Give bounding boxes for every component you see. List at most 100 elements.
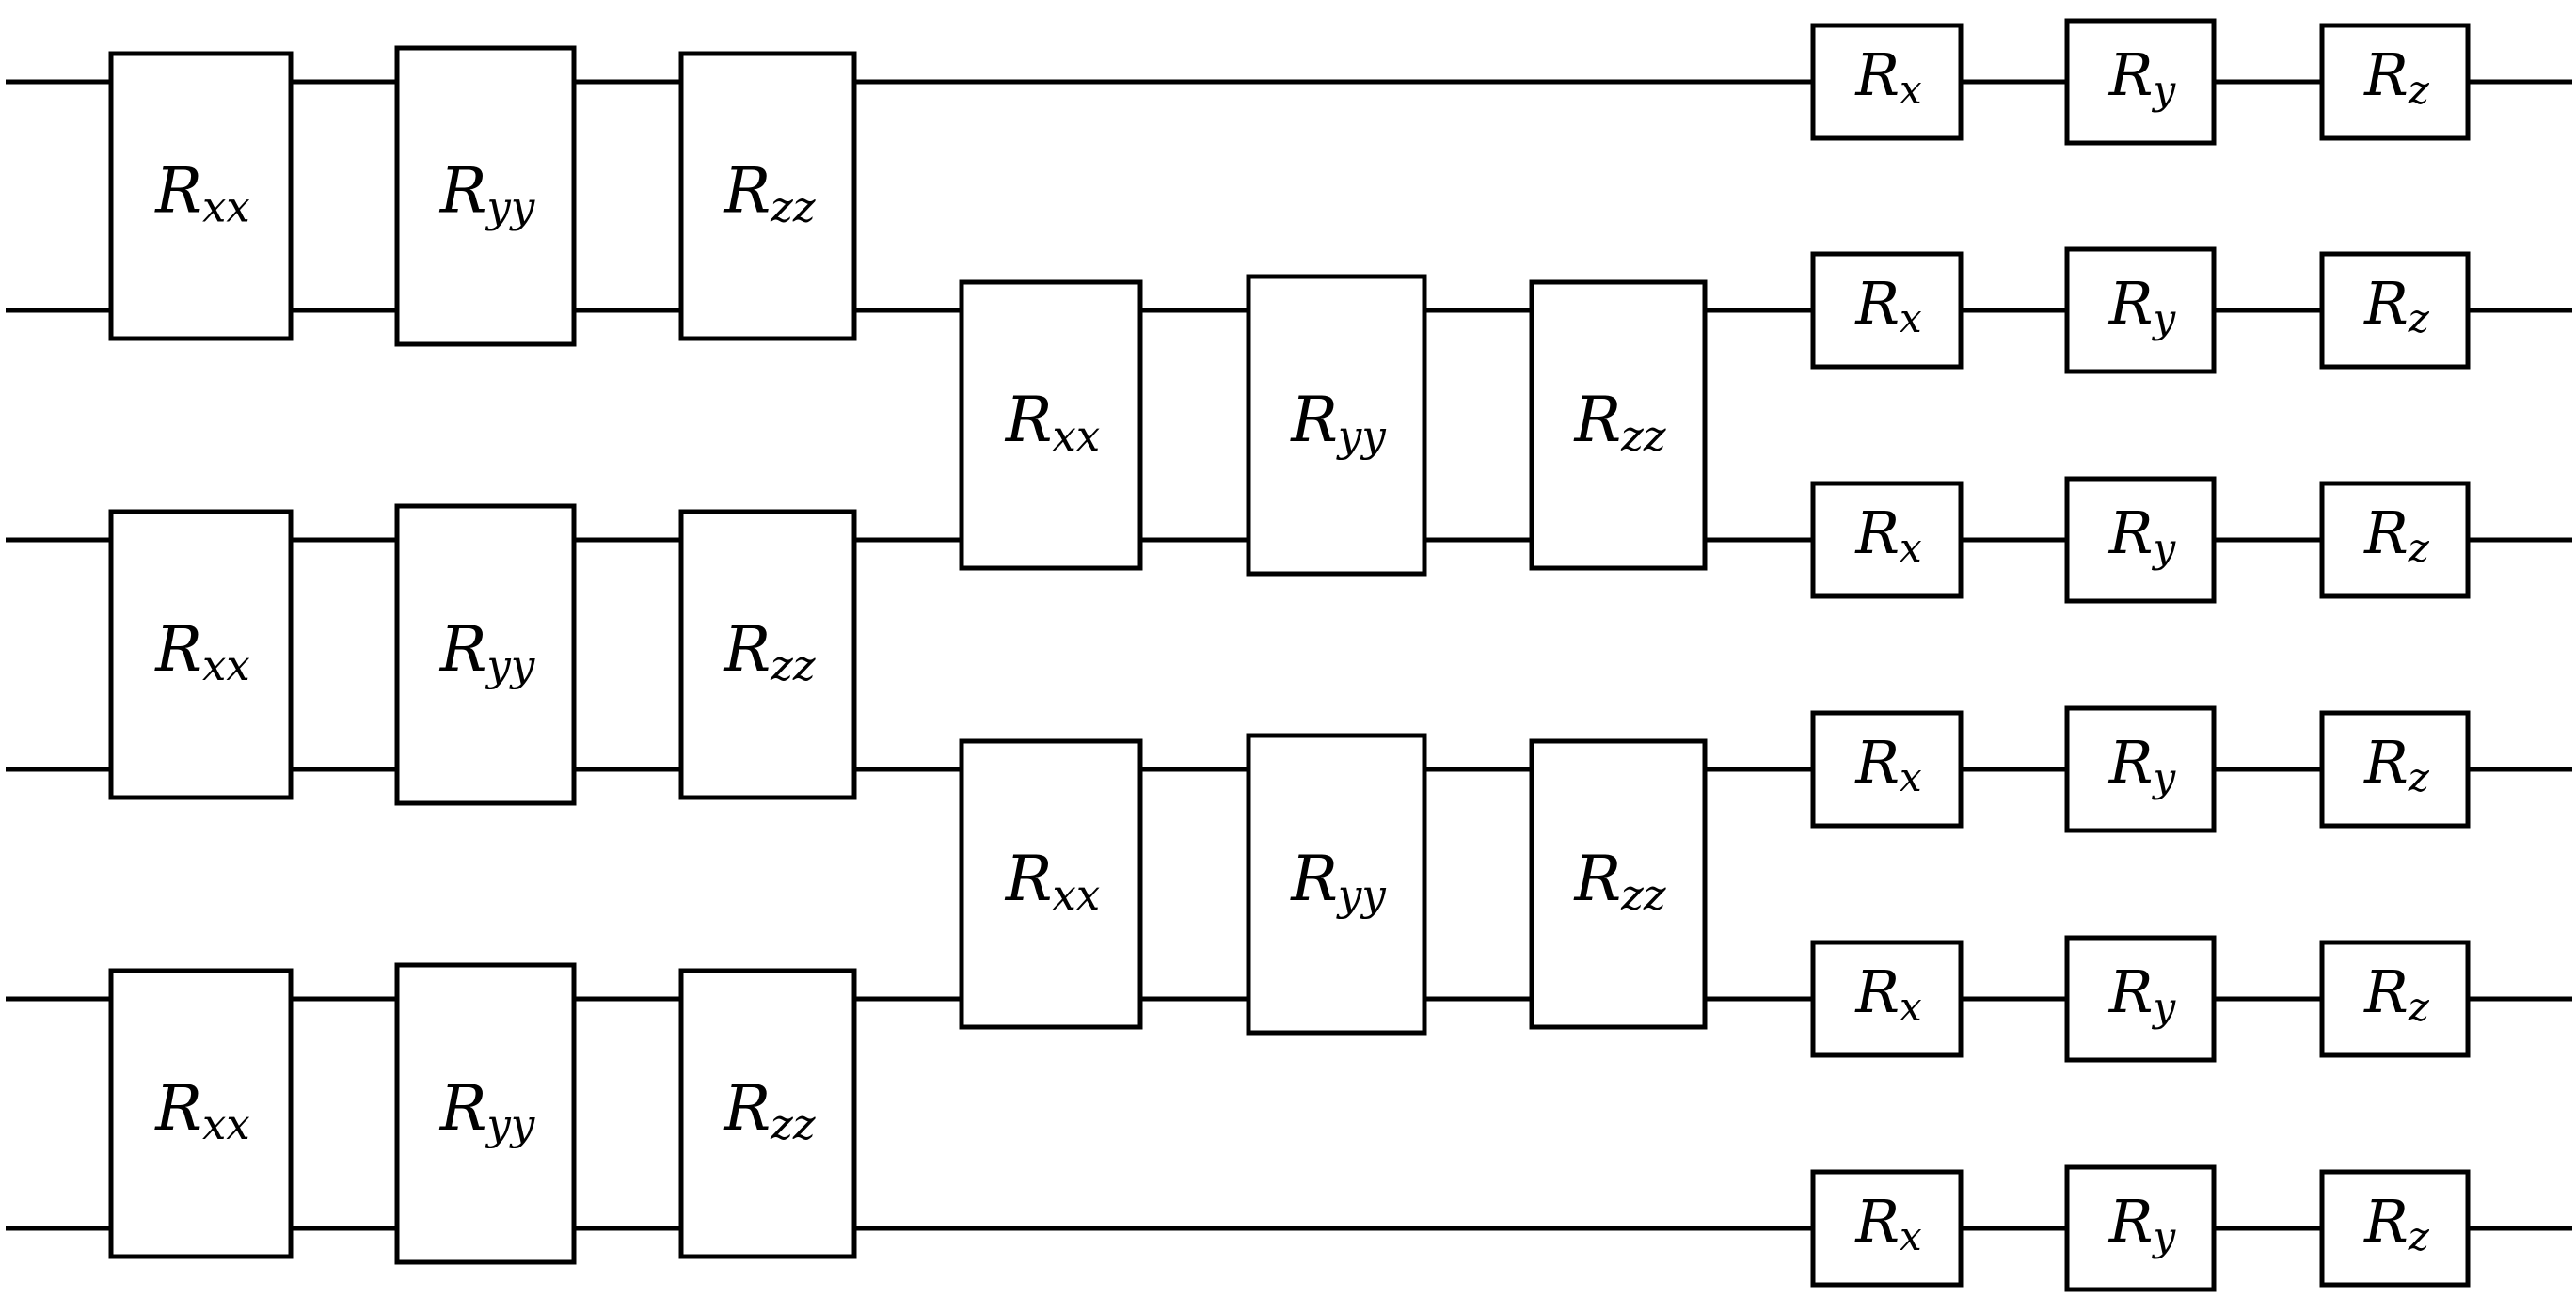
- gate-Ry-q4: Ry: [2064, 935, 2217, 1063]
- gate-label: Rz: [2363, 957, 2430, 1030]
- gate-box: [1246, 733, 1427, 1036]
- gate-box: [108, 509, 294, 800]
- gate-Rxx-q2-q3: Rxx: [108, 509, 294, 800]
- gate-label: Ryy: [1290, 843, 1386, 920]
- gate-Rz-q1: Rz: [2319, 251, 2471, 370]
- gate-box: [678, 51, 857, 341]
- gate-label: Ryy: [439, 613, 535, 690]
- gate-Ry-q1: Ry: [2064, 246, 2217, 374]
- gate-label: Ry: [2108, 40, 2177, 113]
- gate-label: Ry: [2108, 269, 2177, 341]
- gate-box: [2064, 18, 2217, 146]
- gate-box: [2319, 251, 2471, 370]
- gate-box: [2319, 1169, 2471, 1288]
- gate-label: Rzz: [723, 155, 815, 232]
- gate-box: [2319, 710, 2471, 829]
- gate-Rz-q3: Rz: [2319, 710, 2471, 829]
- gate-Rx-q0: Rx: [1810, 23, 1964, 141]
- gate-Ry-q5: Ry: [2064, 1164, 2217, 1292]
- gate-label: Ry: [2108, 1187, 2177, 1259]
- gate-label: Rxx: [1005, 843, 1100, 920]
- gate-Ryy-q0-q1: Ryy: [394, 45, 577, 347]
- gate-label: Ryy: [1290, 384, 1386, 461]
- gate-Rxx-q3-q4: Rxx: [959, 738, 1143, 1030]
- gate-box: [1529, 738, 1708, 1030]
- gate-Ryy-q2-q3: Ryy: [394, 503, 577, 806]
- gate-box: [2319, 481, 2471, 599]
- gate-box: [108, 51, 294, 341]
- gate-Rx-q4: Rx: [1810, 940, 1964, 1058]
- gate-Ryy-q1-q2: Ryy: [1246, 274, 1427, 577]
- gate-box: [2064, 476, 2217, 604]
- gate-box: [1810, 710, 1964, 829]
- gate-box: [959, 279, 1143, 571]
- gate-Rzz-q4-q5: Rzz: [678, 968, 857, 1259]
- gate-label: Ry: [2108, 957, 2177, 1030]
- gate-Ry-q0: Ry: [2064, 18, 2217, 146]
- gate-box: [2064, 705, 2217, 833]
- gate-label: Rxx: [154, 155, 249, 232]
- gate-label: Rz: [2363, 498, 2430, 571]
- gate-box: [1810, 1169, 1964, 1288]
- gate-box: [2064, 246, 2217, 374]
- gate-box: [959, 738, 1143, 1030]
- gate-label: Rzz: [1573, 843, 1665, 920]
- gate-Ry-q3: Ry: [2064, 705, 2217, 833]
- gate-label: Rx: [1854, 728, 1922, 800]
- gate-box: [2064, 1164, 2217, 1292]
- gate-Rx-q3: Rx: [1810, 710, 1964, 829]
- gate-Rzz-q0-q1: Rzz: [678, 51, 857, 341]
- gate-box: [2319, 940, 2471, 1058]
- gate-box: [1246, 274, 1427, 577]
- gate-box: [2319, 23, 2471, 141]
- gate-Ry-q2: Ry: [2064, 476, 2217, 604]
- gate-label: Ryy: [439, 155, 535, 232]
- gate-label: Rx: [1854, 1187, 1922, 1259]
- gate-label: Rxx: [154, 613, 249, 690]
- gate-Rxx-q4-q5: Rxx: [108, 968, 294, 1259]
- gate-label: Rx: [1854, 269, 1922, 341]
- gate-label: Rx: [1854, 498, 1922, 571]
- gate-label: Ry: [2108, 498, 2177, 571]
- gate-label: Rz: [2363, 1187, 2430, 1259]
- gate-label: Rxx: [1005, 384, 1100, 461]
- gate-box: [108, 968, 294, 1259]
- gate-box: [394, 45, 577, 347]
- gate-Rzz-q1-q2: Rzz: [1529, 279, 1708, 571]
- gate-Rx-q5: Rx: [1810, 1169, 1964, 1288]
- gate-label: Rz: [2363, 728, 2430, 800]
- gate-box: [2064, 935, 2217, 1063]
- gate-Rx-q2: Rx: [1810, 481, 1964, 599]
- gate-label: Rzz: [723, 1072, 815, 1149]
- gate-box: [1810, 251, 1964, 370]
- gate-box: [1810, 940, 1964, 1058]
- gate-Ryy-q4-q5: Ryy: [394, 962, 577, 1265]
- gate-Rz-q0: Rz: [2319, 23, 2471, 141]
- gate-box: [1810, 481, 1964, 599]
- gate-label: Ryy: [439, 1072, 535, 1149]
- gate-Rxx-q1-q2: Rxx: [959, 279, 1143, 571]
- gate-label: Rz: [2363, 40, 2430, 113]
- gate-label: Rz: [2363, 269, 2430, 341]
- gate-Rz-q2: Rz: [2319, 481, 2471, 599]
- gate-Rxx-q0-q1: Rxx: [108, 51, 294, 341]
- gate-Rx-q1: Rx: [1810, 251, 1964, 370]
- gate-box: [678, 509, 857, 800]
- gate-Rzz-q2-q3: Rzz: [678, 509, 857, 800]
- gate-label: Rx: [1854, 957, 1922, 1030]
- gate-box: [1810, 23, 1964, 141]
- gate-Rzz-q3-q4: Rzz: [1529, 738, 1708, 1030]
- gate-label: Rx: [1854, 40, 1922, 113]
- gate-Rz-q4: Rz: [2319, 940, 2471, 1058]
- gate-label: Rzz: [1573, 384, 1665, 461]
- gate-label: Ry: [2108, 728, 2177, 800]
- gate-Rz-q5: Rz: [2319, 1169, 2471, 1288]
- gate-box: [394, 962, 577, 1265]
- gate-label: Rzz: [723, 613, 815, 690]
- gate-box: [1529, 279, 1708, 571]
- gate-box: [394, 503, 577, 806]
- gate-label: Rxx: [154, 1072, 249, 1149]
- gate-Ryy-q3-q4: Ryy: [1246, 733, 1427, 1036]
